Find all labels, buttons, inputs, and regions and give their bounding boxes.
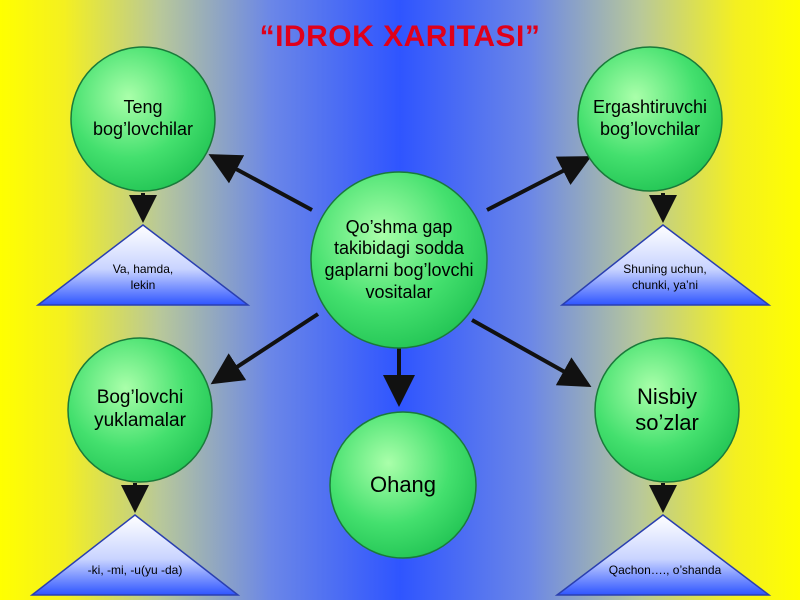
top-right-example-line-1: Shuning uchun, (623, 262, 707, 276)
circle-top-right (577, 46, 723, 192)
top-left-example-line-2: lekin (130, 278, 156, 293)
bottom-left-line-2: yuklamalar (94, 410, 186, 431)
bottom-right-line-1: Nisbiy (637, 383, 697, 409)
top-left-line-1: Teng (123, 97, 163, 118)
bottom-left-example-line-1: -ki, -mi, -u(yu -da) (87, 563, 183, 577)
circle-top-left (70, 46, 216, 192)
bottom-left-line-1: Bog’lovchi (96, 387, 184, 409)
triangle-bottom-left (29, 514, 241, 596)
top-right-line-1: Ergashtiruvchi (592, 97, 708, 118)
top-right-line-2: bog’lovchilar (599, 119, 701, 139)
center-line-4: vositalar (365, 281, 433, 302)
top-left-example-label: Va, hamda, lekin (68, 261, 218, 293)
arrow-center-to-top-right (486, 156, 592, 212)
top-right-node-label: Ergashtiruvchi bog’lovchilar (576, 79, 724, 159)
arrow-center-to-top-left (208, 154, 313, 212)
circle-center (310, 171, 488, 349)
triangle-top-left (35, 224, 251, 306)
bottom-right-example-label: Qachon…., o’shanda (580, 562, 750, 578)
triangle-bottom-right (554, 514, 772, 596)
circle-bottom-center (329, 411, 477, 559)
bottom-left-example-label: -ki, -mi, -u(yu -da) (50, 562, 220, 578)
circle-bottom-left (67, 337, 213, 483)
arrow-center-to-bottom-left (210, 312, 320, 385)
diagram-title: “IDROK XARITASI” (259, 20, 541, 53)
top-left-node-label: Teng bog’lovchilar (71, 79, 215, 159)
bottom-right-line-2: so’zlar (635, 410, 699, 435)
top-left-line-2: bog’lovchilar (92, 119, 194, 139)
bottom-right-node-label: Nisbiy so’zlar (595, 368, 739, 452)
triangle-top-right (559, 224, 772, 306)
ohang-label: Ohang (369, 471, 437, 497)
center-line-3: gaplarni bog’lovchi (324, 260, 474, 280)
bottom-right-example-line-1: Qachon…., o’shanda (608, 563, 722, 577)
circle-bottom-right (594, 337, 740, 483)
arrow-center-to-bottom-right (471, 318, 592, 387)
center-line-2: takibidagi sodda (333, 238, 465, 259)
bottom-left-node-label: Bog’lovchi yuklamalar (68, 368, 212, 452)
center-node-label: Qo’shma gap takibidagi sodda gaplarni bo… (309, 185, 489, 335)
top-right-example-line-2: chunki, ya’ni (631, 278, 699, 293)
top-right-example-label: Shuning uchun, chunki, ya’ni (590, 261, 740, 293)
center-line-1: Qo’shma gap (345, 216, 453, 237)
top-left-example-line-1: Va, hamda, (112, 262, 174, 276)
bottom-center-node-label: Ohang (330, 460, 476, 510)
